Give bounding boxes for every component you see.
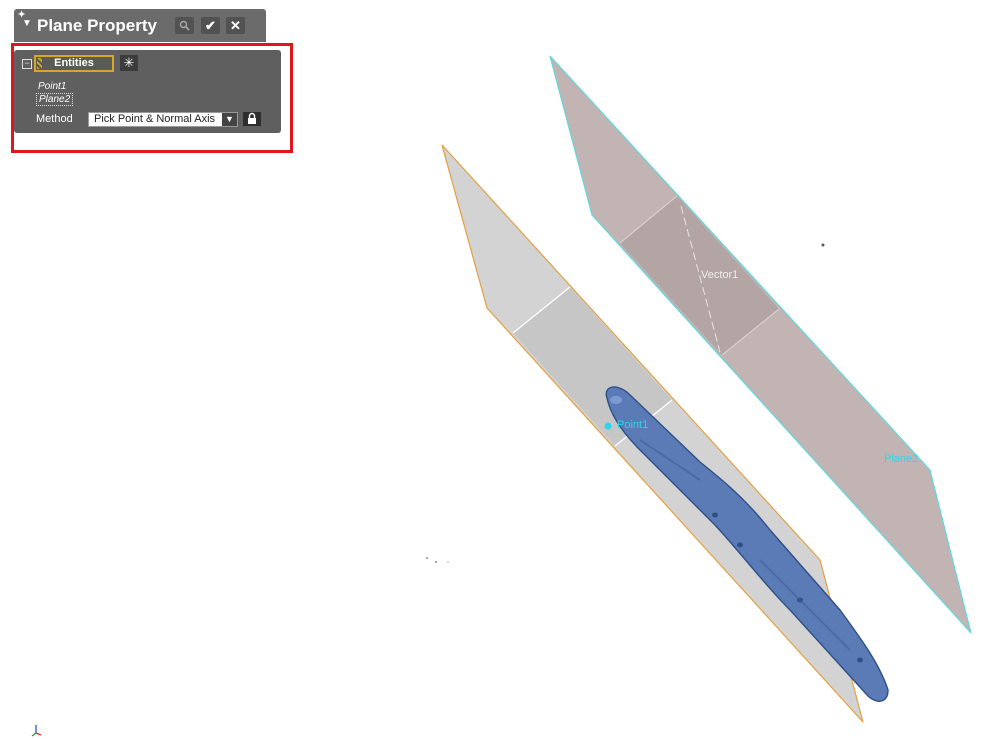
scene-dot <box>426 557 428 559</box>
search-button[interactable] <box>175 17 194 34</box>
scene-dot <box>821 243 825 247</box>
entity-list-item[interactable]: Point1 <box>38 81 67 92</box>
scene-dot <box>435 561 437 563</box>
confirm-button[interactable]: ✔ <box>201 17 220 34</box>
entities-label: Entities <box>54 57 94 69</box>
dropdown-arrow-icon[interactable]: ▼ <box>222 113 237 126</box>
entity-list-item[interactable]: Plane2 <box>36 93 74 106</box>
method-value: Pick Point & Normal Axis <box>94 113 216 125</box>
pick-entities-button[interactable]: ✳ <box>120 55 138 71</box>
check-icon: ✔ <box>205 18 216 33</box>
method-label: Method <box>36 113 73 125</box>
panel-header: ✦ ▼ Plane Property ✔ ✕ <box>14 9 266 42</box>
panel-body: − Entities ✳ Point1 Plane2 Method Pick P… <box>14 50 281 133</box>
lock-icon <box>248 112 256 124</box>
search-icon <box>179 20 190 31</box>
lock-button[interactable] <box>243 112 261 126</box>
point1-marker[interactable] <box>604 422 612 430</box>
collapse-toggle-icon[interactable]: − <box>22 59 32 69</box>
scene-dot <box>447 561 449 563</box>
panel-title: Plane Property <box>37 16 157 35</box>
plane2-surface[interactable] <box>549 55 972 634</box>
collapse-arrow-icon[interactable]: ▼ <box>22 18 32 29</box>
vector1-label: Vector1 <box>701 269 738 281</box>
entities-button[interactable]: Entities <box>34 55 114 72</box>
pin-icon[interactable]: ✦ <box>17 9 27 21</box>
point1-label: Point1 <box>617 419 648 431</box>
axis-triad-icon <box>31 725 42 737</box>
close-button[interactable]: ✕ <box>226 17 245 34</box>
plane2-label: Plane2 <box>884 453 918 465</box>
hatch-icon <box>37 58 42 69</box>
blue-part-model[interactable] <box>605 386 889 702</box>
method-dropdown[interactable]: Pick Point & Normal Axis ▼ <box>88 112 238 127</box>
close-icon: ✕ <box>230 18 241 33</box>
sparkle-icon: ✳ <box>123 55 135 70</box>
